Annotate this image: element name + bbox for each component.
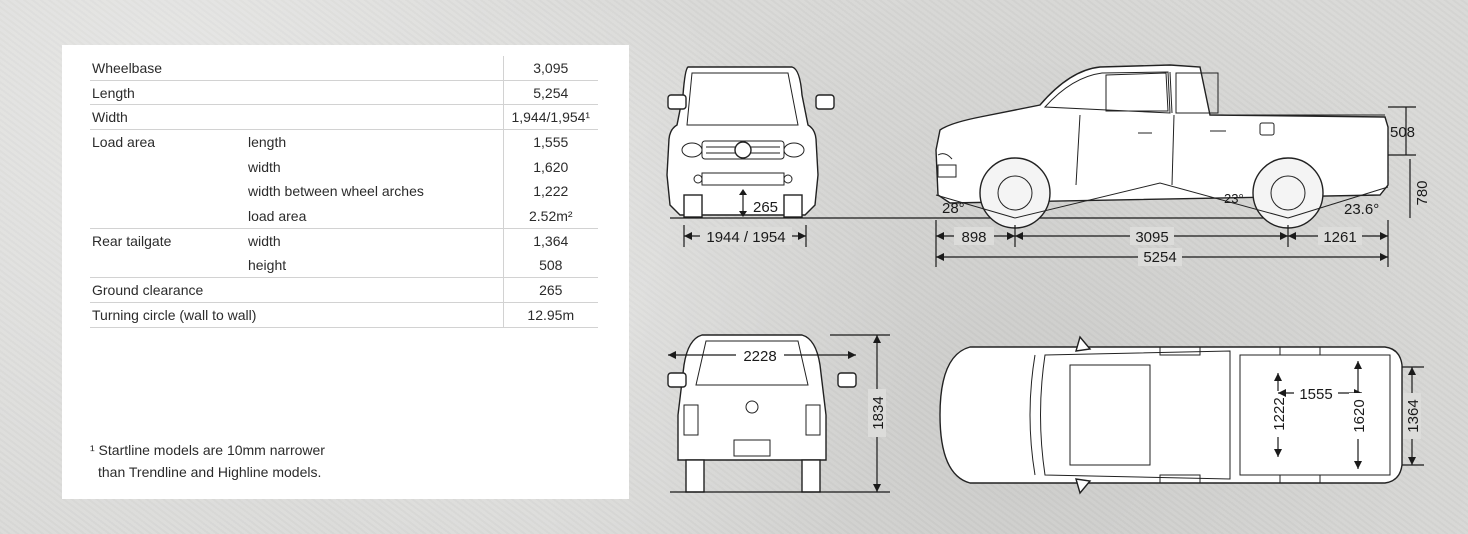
load-width-label: 1620 <box>1351 399 1368 432</box>
spec-value: 508 <box>502 253 598 278</box>
rear-mirror-right <box>837 372 857 388</box>
rear-view: 2228 1834 <box>667 334 890 493</box>
front-view: 265 1944 / 1954 <box>666 66 1280 247</box>
spec-value: 12.95m <box>502 302 598 328</box>
spec-value: 2.52m² <box>502 203 598 229</box>
spec-label: Turning circle (wall to wall) <box>92 306 257 323</box>
spec-sublabel: width between wheel arches <box>247 183 424 200</box>
footnote: ¹ Startline models are 10mm narrower tha… <box>90 439 325 483</box>
spec-panel: Wheelbase 3,095 Length 5,254 Width 1,944… <box>62 45 629 499</box>
spec-label <box>90 154 246 179</box>
top-mirror-right <box>1075 478 1092 495</box>
overall-length-label: 5254 <box>1143 249 1176 266</box>
spec-label: Wheelbase <box>92 59 163 76</box>
spec-label: Width <box>92 109 128 126</box>
spec-value: 5,254 <box>502 80 598 105</box>
top-mirror-left <box>1075 335 1092 352</box>
spec-table: Wheelbase 3,095 Length 5,254 Width 1,944… <box>90 56 598 328</box>
front-overhang-label: 898 <box>961 229 986 246</box>
mirror-left <box>667 94 687 110</box>
top-view: 1222 1555 1620 1364 <box>939 335 1424 495</box>
spec-row-tailgate-width: Rear tailgate width 1,364 <box>90 228 598 253</box>
footnote-line-1: ¹ Startline models are 10mm narrower <box>90 442 325 458</box>
spec-row-load-arches: width between wheel arches 1,222 <box>90 178 598 204</box>
spec-sublabel: width <box>247 158 281 175</box>
rear-tyre-right <box>801 459 821 493</box>
front-tyre-left <box>683 194 703 218</box>
spec-value: 1,364 <box>502 228 598 253</box>
spec-row-width: Width 1,944/1,954¹ <box>90 104 598 130</box>
spec-label: Load area <box>92 133 156 150</box>
departure-angle-label: 23.6° <box>1344 201 1379 218</box>
mirror-right <box>815 94 835 110</box>
spec-label <box>90 204 246 229</box>
front-tyre-right <box>783 194 803 218</box>
spec-row-turning-circle: Turning circle (wall to wall) 12.95m <box>90 302 598 328</box>
wheel-arch-width-label: 1222 <box>1271 397 1288 430</box>
tailgate-height-label: 508 <box>1390 124 1415 141</box>
spec-sublabel: length <box>247 133 287 150</box>
tailgate-width-label: 1364 <box>1405 399 1422 432</box>
footnote-line-2: than Trendline and Highline models. <box>98 464 322 480</box>
front-width-label: 1944 / 1954 <box>706 229 785 246</box>
side-view: 28° 23° 23.6° 508 780 898 3095 1261 5254 <box>935 64 1431 267</box>
mirror-width-label: 2228 <box>743 348 776 365</box>
rear-tyre-left <box>685 459 705 493</box>
dimension-drawings: 265 1944 / 1954 28° 23° 23.6° <box>666 64 1431 495</box>
wheelbase-label: 3095 <box>1135 229 1168 246</box>
spec-row-load-area: load area 2.52m² <box>90 203 598 229</box>
spec-row-length: Length 5,254 <box>90 80 598 105</box>
ramp-angle-label: 23° <box>1224 191 1244 206</box>
spec-label: Rear tailgate <box>92 232 172 249</box>
spec-sublabel: load area <box>247 207 307 224</box>
spec-row-wheelbase: Wheelbase 3,095 <box>90 56 598 81</box>
spec-value: 1,555 <box>502 129 598 155</box>
spec-label: Ground clearance <box>92 282 204 299</box>
load-length-label: 1555 <box>1299 386 1332 403</box>
rear-vw-logo-icon <box>745 400 759 414</box>
spec-label <box>90 179 246 204</box>
spec-sublabel: width <box>247 232 281 249</box>
spec-label: Length <box>92 84 135 101</box>
vw-logo-icon <box>734 141 752 159</box>
spec-sublabel: height <box>247 257 287 274</box>
spec-value: 1,222 <box>502 178 598 204</box>
spec-value: 1,944/1,954¹ <box>502 104 598 130</box>
spec-value: 265 <box>502 277 598 303</box>
spec-row-tailgate-height: height 508 <box>90 253 598 278</box>
spec-label <box>90 253 246 278</box>
spec-row-load-length: Load area length 1,555 <box>90 129 598 155</box>
rear-overhang-label: 1261 <box>1323 229 1356 246</box>
spec-value: 1,620 <box>502 154 598 179</box>
spec-row-load-width: width 1,620 <box>90 154 598 179</box>
approach-angle-label: 28° <box>942 200 965 217</box>
spec-row-ground-clearance: Ground clearance 265 <box>90 277 598 303</box>
overall-height-label: 1834 <box>870 396 887 429</box>
front-clearance-label: 265 <box>753 199 778 216</box>
side-height-label: 780 <box>1414 180 1431 205</box>
spec-value: 3,095 <box>502 56 598 81</box>
rear-mirror-left <box>667 372 687 388</box>
